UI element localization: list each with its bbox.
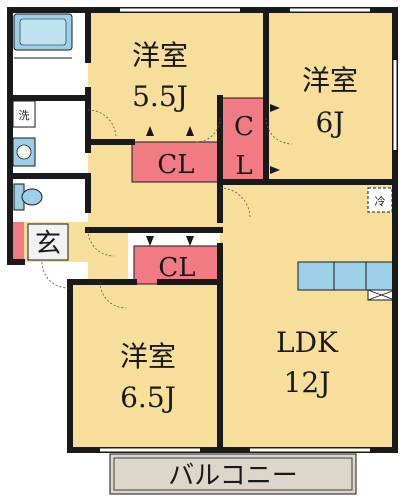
washer-label: 洗 (19, 109, 30, 122)
western-room-1-name: 洋室 (132, 39, 188, 72)
door-swings (41, 109, 293, 309)
closet-1 (131, 141, 221, 183)
sliding-door-markers (146, 104, 280, 246)
closet-3-label: CL (158, 253, 195, 283)
entrance-label: 玄 (35, 229, 61, 259)
windows (100, 8, 397, 452)
entrance-tile (27, 223, 69, 261)
western-room-1-size: 5.5J (132, 80, 188, 113)
refrigerator-label: 冷 (375, 195, 386, 208)
refrigerator-icon (367, 187, 393, 213)
balcony (109, 453, 357, 495)
closet-3 (133, 245, 221, 285)
bathtub-inner-icon (19, 18, 67, 46)
ldk-size: 12J (284, 366, 331, 399)
closet-1-label: CL (157, 150, 194, 180)
western-room-3-size: 6.5J (120, 381, 176, 414)
room-floor-western-3 (70, 282, 220, 450)
balcony-label: バルコニー (168, 461, 297, 491)
shoe-cabinet (10, 222, 24, 262)
western-room-3-name: 洋室 (120, 340, 176, 373)
ldk-name: LDK (276, 326, 339, 359)
closet-2-label-bottom: L (235, 151, 252, 181)
entrance-landing (88, 230, 128, 282)
room-floor-ldk (220, 182, 395, 450)
western-room-2-size: 6J (315, 106, 344, 139)
room-floor-western-2 (266, 10, 395, 182)
western-room-2-name: 洋室 (302, 64, 358, 97)
closet-2-label-top: C (234, 112, 254, 142)
kitchen-counter (297, 261, 396, 291)
